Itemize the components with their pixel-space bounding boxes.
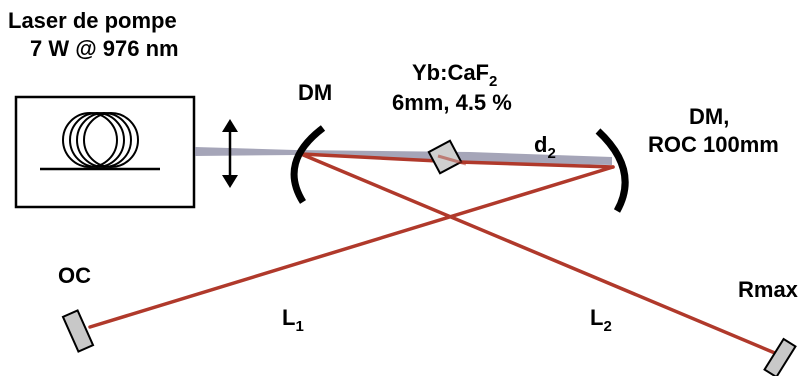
beam-dm-to-rmax	[299, 152, 784, 358]
double-arrow-icon	[222, 119, 238, 188]
oc-label: OC	[58, 263, 91, 288]
l2-label: L2	[590, 305, 612, 335]
dm-right-label-line2: ROC 100mm	[648, 132, 779, 157]
laser-beams	[88, 152, 784, 358]
d2-label: d2	[534, 132, 556, 162]
curved-mirror-left	[290, 125, 326, 204]
rmax-label: Rmax	[738, 277, 799, 302]
pump-label-line2: 7 W @ 976 nm	[30, 36, 179, 61]
dm-left-label: DM	[298, 80, 332, 105]
rmax-mirror	[763, 337, 797, 376]
pump-laser-box	[14, 95, 196, 209]
crystal-label-line2: 6mm, 4.5 %	[392, 90, 512, 115]
beam-dm-to-oc	[88, 165, 615, 329]
dm-right-label-line1: DM,	[689, 104, 729, 129]
pump-label-line1: Laser de pompe	[8, 8, 177, 33]
l1-label: L1	[282, 305, 304, 335]
beam-crystal-to-dm	[456, 160, 615, 169]
curved-mirror-right	[595, 128, 629, 213]
output-coupler	[61, 309, 95, 353]
crystal-label-line1: Yb:CaF2	[412, 60, 497, 90]
fiber-coil-icon	[40, 112, 160, 171]
beam-dm-to-crystal	[299, 152, 460, 164]
